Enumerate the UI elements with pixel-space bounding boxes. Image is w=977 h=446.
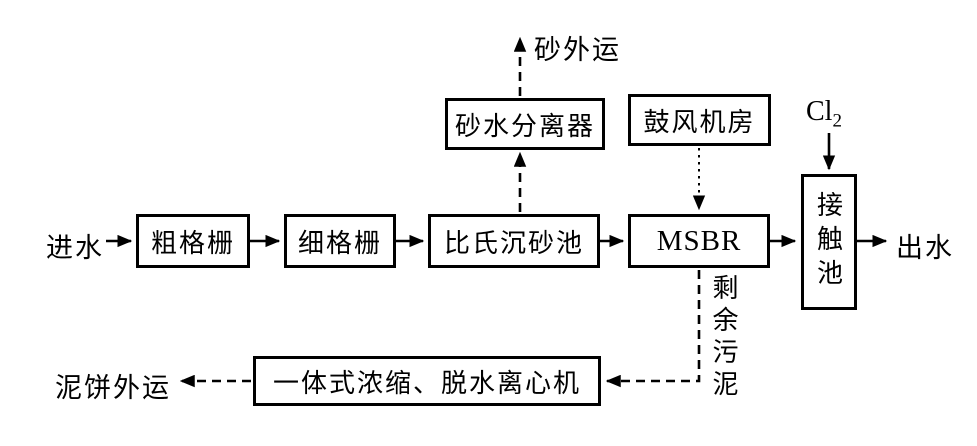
node-centrifuge: 一体式浓缩、脱水离心机 [253,356,601,406]
excess-sludge-label: 剩余污泥 [709,274,739,402]
node-coarse-screen: 粗格栅 [136,214,250,268]
arrow-msbr-to-centrifuge [605,270,701,388]
chlorine-label: Cl2 [806,96,842,133]
node-contact-tank: 接触池 [801,174,857,310]
influent-label: 进水 [46,233,104,263]
node-grit-chamber: 比氏沉砂池 [428,214,600,268]
node-fine-screen: 细格栅 [284,214,396,268]
chlorine-subscript: 2 [832,110,842,132]
chlorine-symbol: Cl [806,96,833,127]
effluent-label: 出水 [896,233,954,263]
sand-out-label: 砂外运 [534,35,621,65]
node-msbr: MSBR [628,214,770,268]
node-sand-separator: 砂水分离器 [445,98,605,150]
node-blower-room: 鼓风机房 [628,94,771,146]
sludge-cake-out-label: 泥饼外运 [55,373,171,403]
